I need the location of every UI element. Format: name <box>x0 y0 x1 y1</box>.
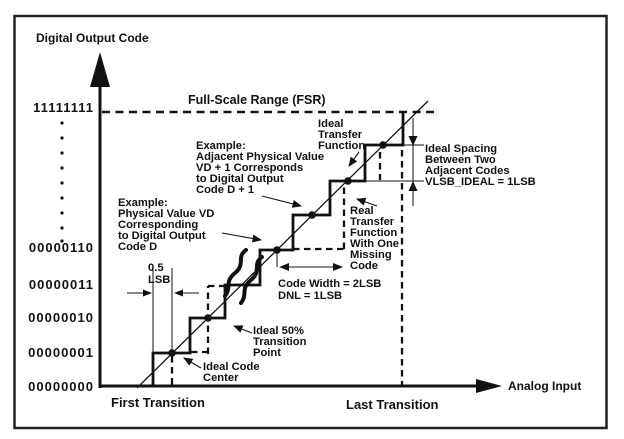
y-tick-label: 00000011 <box>29 277 94 292</box>
first-transition-label: First Transition <box>111 395 205 410</box>
svg-text:to Digital Output: to Digital Output <box>196 173 284 185</box>
code-center-dot <box>308 211 316 219</box>
callout-arrow-real-tf <box>356 198 378 207</box>
y-tick-label: 11111111 <box>33 100 94 115</box>
callout-arrow-example-d1 <box>261 195 302 208</box>
svg-text:Code D: Code D <box>118 241 157 253</box>
figure-border <box>13 14 608 430</box>
svg-text:VLSB_IDEAL = 1LSB: VLSB_IDEAL = 1LSB <box>425 176 536 188</box>
arrowhead-icon <box>333 263 343 271</box>
svg-text:Example:: Example: <box>118 197 168 209</box>
callout-arrow-ideal-tf <box>348 151 360 167</box>
svg-text:to Digital Output: to Digital Output <box>118 230 206 242</box>
ideal-transfer-function-label: Ideal Transfer Function <box>318 118 365 152</box>
svg-text:Function: Function <box>318 140 365 152</box>
x-axis-arrow-icon <box>476 379 502 393</box>
svg-text:Between Two: Between Two <box>425 154 496 166</box>
code-width-label: Code Width = 2LSB <box>278 278 381 290</box>
arrowhead-icon <box>408 181 418 191</box>
svg-text:Missing: Missing <box>350 249 392 261</box>
y-tick-label: 00000010 <box>28 310 94 325</box>
svg-text:Code D + 1: Code D + 1 <box>196 184 254 196</box>
svg-text:Code: Code <box>350 260 378 272</box>
arrowhead-icon <box>143 289 152 297</box>
code-center-dot <box>344 177 352 185</box>
svg-text:0.5: 0.5 <box>148 262 164 274</box>
example-adjacent-value-label: Example: Adjacent Physical Value VD + 1 … <box>196 140 324 196</box>
ideal-50-transition-label: Ideal 50% Transition Point <box>253 325 307 359</box>
svg-text:Adjacent Codes: Adjacent Codes <box>425 165 510 177</box>
svg-text:Function: Function <box>350 227 397 239</box>
svg-text:Ideal Code: Ideal Code <box>203 361 260 373</box>
code-center-dot <box>204 314 212 322</box>
svg-text:Real: Real <box>350 205 374 217</box>
ideal-spacing-label: Ideal Spacing Between Two Adjacent Codes… <box>425 143 536 188</box>
y-tick-label: 00000110 <box>29 240 94 255</box>
y-tick-label: 00000001 <box>28 345 94 360</box>
svg-text:VD + 1 Corresponds: VD + 1 Corresponds <box>196 162 303 174</box>
svg-text:Transition: Transition <box>253 336 307 348</box>
last-transition-label: Last Transition <box>346 397 439 412</box>
y-tick-label: 00000000 <box>28 379 94 394</box>
svg-text:Ideal Spacing: Ideal Spacing <box>425 143 497 155</box>
y-axis-arrow-icon <box>90 52 110 87</box>
svg-text:LSB: LSB <box>148 274 170 286</box>
axis-break-squiggle-icon <box>239 255 264 305</box>
svg-text:Ideal: Ideal <box>318 118 344 130</box>
y-axis-title: Digital Output Code <box>36 31 149 45</box>
axis-break-squiggle-icon <box>223 248 248 298</box>
x-axis-title: Analog Input <box>508 379 581 393</box>
svg-text:Center: Center <box>203 372 239 384</box>
svg-text:Corresponding: Corresponding <box>118 219 198 231</box>
arrowhead-icon <box>174 289 183 297</box>
dnl-label: DNL = 1LSB <box>278 290 342 302</box>
half-lsb-label: 0.5 LSB <box>148 262 170 286</box>
svg-text:With One: With One <box>350 238 399 250</box>
svg-text:Ideal 50%: Ideal 50% <box>253 325 304 337</box>
code-center-dot <box>168 349 176 357</box>
svg-text:Transfer: Transfer <box>318 129 363 141</box>
code-center-dot <box>273 246 281 254</box>
example-physical-value-label: Example: Physical Value VD Corresponding… <box>118 197 214 253</box>
arrowhead-icon <box>408 136 418 146</box>
callout-arrow-ideal-50 <box>233 325 253 334</box>
callout-arrow-code-center <box>183 357 202 369</box>
code-center-dot <box>379 141 387 149</box>
real-transfer-function-label: Real Transfer Function With One Missing … <box>350 205 399 272</box>
arrowhead-icon <box>279 263 289 271</box>
ideal-code-center-label: Ideal Code Center <box>203 361 260 384</box>
svg-text:Physical Value VD: Physical Value VD <box>118 208 214 220</box>
y-axis-ellipsis-dots <box>60 121 64 243</box>
svg-text:Adjacent Physical Value: Adjacent Physical Value <box>196 151 324 163</box>
svg-text:Point: Point <box>253 347 281 359</box>
callout-arrow-example-d <box>221 232 262 243</box>
svg-text:Example:: Example: <box>196 140 246 152</box>
fsr-label: Full-Scale Range (FSR) <box>188 93 326 107</box>
svg-text:Transfer: Transfer <box>350 216 395 228</box>
ideal-transfer-line <box>136 100 429 389</box>
